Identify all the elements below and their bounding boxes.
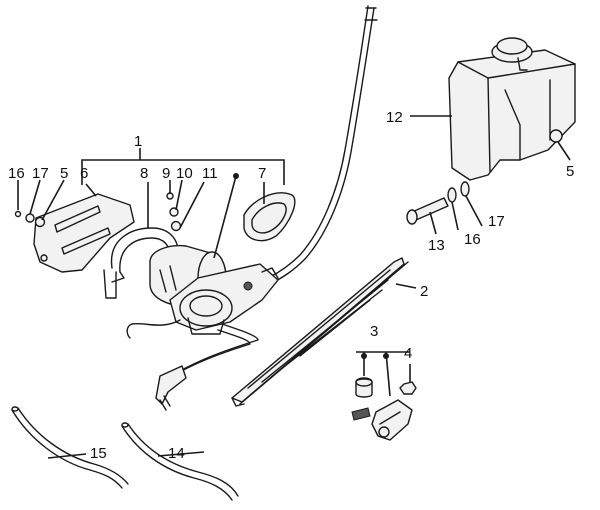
washer-hose-14 (121, 422, 239, 501)
callout-15: 15 (90, 445, 107, 462)
callout-17-right: 17 (488, 213, 505, 230)
wiper-blade (231, 257, 409, 407)
washer-reservoir-tank (448, 37, 576, 181)
callout-17-left: 17 (32, 165, 49, 182)
motor-mounting-bracket (33, 193, 135, 299)
callout-2: 2 (420, 283, 428, 300)
callout-8: 8 (140, 165, 148, 182)
callout-13: 13 (428, 237, 445, 254)
callout-16-left: 16 (8, 165, 25, 182)
callout-3: 3 (370, 323, 378, 340)
callout-7: 7 (258, 165, 266, 182)
small-hardware (14, 192, 182, 232)
leader-lines (17, 115, 571, 459)
callout-5-left: 5 (60, 165, 68, 182)
washer-hose-15 (11, 406, 129, 489)
callout-6: 6 (80, 165, 88, 182)
callout-labels: 1 2 3 4 5 5 6 7 8 9 10 11 12 13 14 15 16… (8, 109, 574, 462)
tank-washer (447, 187, 457, 203)
callout-5-right: 5 (566, 163, 574, 180)
wiper-motor (149, 244, 279, 335)
callout-1: 1 (134, 133, 142, 150)
tank-bolt (406, 197, 449, 225)
motor-cable (126, 319, 259, 411)
rubber-pad (243, 192, 296, 242)
callout-4: 4 (404, 345, 412, 362)
washer-jet-grommet (355, 377, 373, 398)
callout-14: 14 (168, 445, 185, 462)
jet-nut (399, 381, 417, 395)
washer-hose-long (267, 5, 378, 285)
callout-9: 9 (162, 165, 170, 182)
callout-16-right: 16 (464, 231, 481, 248)
callout-11: 11 (202, 165, 218, 182)
callout-10: 10 (176, 165, 193, 182)
callout-12: 12 (386, 109, 403, 126)
tank-lock-washer (460, 181, 470, 197)
washer-jet (351, 399, 413, 441)
